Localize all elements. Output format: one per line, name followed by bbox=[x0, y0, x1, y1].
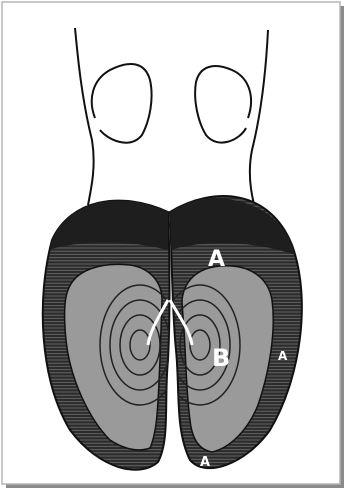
label-lower-zone: A bbox=[200, 455, 210, 470]
label-inner-zone: B bbox=[212, 344, 230, 372]
label-side-zone: A bbox=[278, 349, 288, 363]
label-upper-zone: A bbox=[208, 247, 225, 272]
